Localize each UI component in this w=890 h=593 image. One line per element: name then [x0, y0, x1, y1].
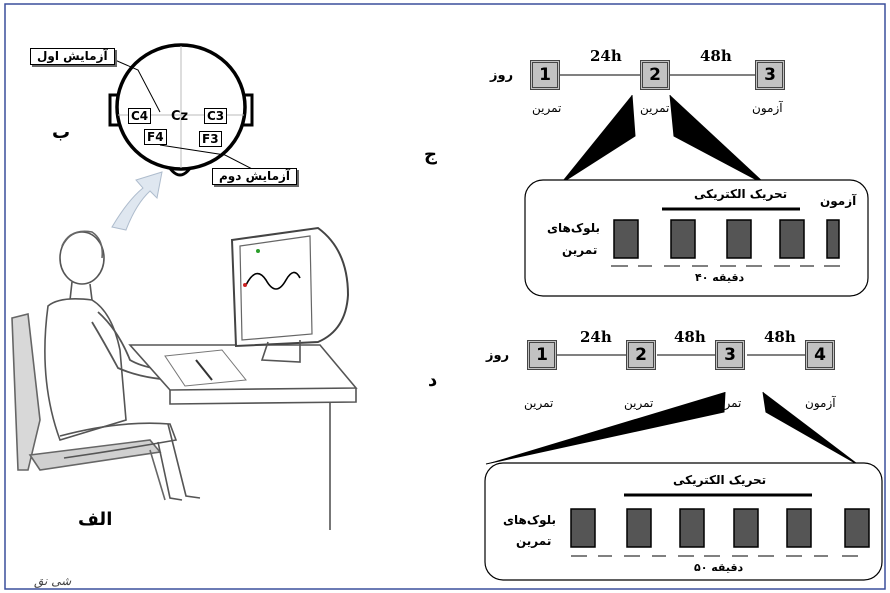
screen-task: [243, 249, 301, 290]
electrode-c4-label: C4: [128, 108, 152, 124]
second-test-leader: [159, 144, 259, 173]
top-day-3-box: 3: [755, 60, 785, 90]
top-test-label: آزمون: [820, 194, 857, 208]
panel-label-jim: ج: [424, 144, 437, 165]
bottom-day-1-caption: تمرین: [524, 396, 554, 410]
electrode-cz-label: Cz: [171, 109, 189, 124]
bottom-day-label: روز: [486, 348, 510, 363]
top-day-2-caption: تمرین: [640, 101, 670, 115]
bottom-day-4-caption: آزمون: [805, 396, 836, 410]
top-day-label: روز: [490, 68, 514, 83]
bottom-schedule-links: [485, 354, 863, 468]
top-blocks-label-line2: تمرین: [562, 243, 598, 257]
bottom-day-3-box: 3: [715, 340, 745, 370]
top-blocks-label-line1: بلوک‌های: [547, 221, 601, 235]
panel-label-alef: الف: [78, 509, 113, 530]
top-duration-label: ۴۰ دقیقه: [695, 271, 745, 284]
bottom-session-blocks: [570, 508, 870, 548]
electrode-f4-label: F4: [144, 129, 167, 145]
electrode-f3-label: F3: [199, 131, 222, 147]
bottom-blocks-label-line1: بلوک‌های: [503, 513, 557, 527]
panel-label-dal: د: [428, 370, 438, 391]
top-day-2-box: 2: [640, 60, 670, 90]
bottom-day-3-caption: تمرین: [712, 396, 742, 410]
bottom-stim-label: تحریک الکتریکی: [673, 473, 767, 487]
bottom-day-4-box: 4: [805, 340, 835, 370]
top-session-blocks: [613, 219, 840, 259]
figure-frame: [4, 3, 886, 590]
arrow-to-head: [111, 171, 163, 231]
top-gap-2: 48h: [700, 47, 732, 65]
footer-signature: شی نق: [34, 574, 72, 588]
electrode-c3-label: C3: [204, 108, 228, 124]
first-test-leader: [107, 56, 161, 113]
screen-target-dot: [256, 249, 260, 253]
screen-sine-trace: [245, 271, 301, 290]
bottom-day-1-box: 1: [527, 340, 557, 370]
screen-cursor-dot: [243, 283, 247, 287]
panel-label-be: ب: [52, 122, 71, 143]
top-stim-label: تحریک الکتریکی: [694, 187, 788, 201]
top-schedule-links: [559, 74, 769, 187]
top-gap-1: 24h: [590, 47, 622, 65]
top-day-3-caption: آزمون: [752, 101, 783, 115]
top-day-1-caption: تمرین: [532, 101, 562, 115]
top-day-1-box: 1: [530, 60, 560, 90]
participant-illustration: [11, 226, 358, 530]
bottom-duration-label: ۵۰ دقیقه: [694, 561, 744, 574]
bottom-gap-3: 48h: [764, 328, 796, 346]
bottom-day-2-caption: تمرین: [624, 396, 654, 410]
bottom-day-2-box: 2: [626, 340, 656, 370]
bottom-gap-1: 24h: [580, 328, 612, 346]
second-test-callout: آزمایش دوم: [212, 168, 298, 185]
first-test-callout: آزمایش اول: [30, 48, 115, 65]
bottom-gap-2: 48h: [674, 328, 706, 346]
bottom-blocks-label-line2: تمرین: [516, 534, 552, 548]
